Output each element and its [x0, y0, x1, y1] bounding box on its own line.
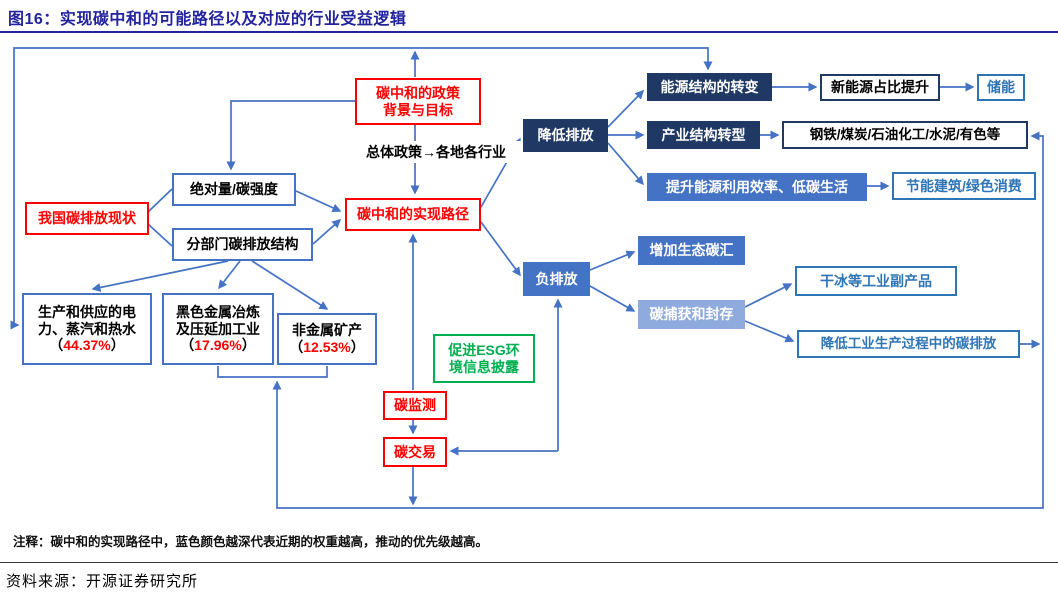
node-nonmetal-percent: （12.53%）	[289, 339, 365, 355]
figure-title: 图16：实现碳中和的可能路径以及对应的行业受益逻辑	[8, 5, 406, 29]
connector-lines	[10, 47, 1044, 509]
node-ferrous-metal-smelting: 黑色金属冶炼 及压延加工业 （17.96%）	[162, 293, 274, 365]
node-dry-ice-byproducts: 干冰等工业副产品	[795, 266, 957, 296]
label-overall-policy-to-regions: 总体政策→各地各行业	[345, 141, 527, 163]
node-steel-coal-petrochem-cement: 钢铁/煤炭/石油化工/水泥/有色等	[782, 121, 1028, 149]
node-absolute-carbon-intensity: 绝对量/碳强度	[172, 173, 296, 206]
figure-label: 图16：	[8, 11, 60, 28]
node-ferrous-percent: （17.96%）	[180, 337, 256, 354]
node-carbon-capture-storage: 碳捕获和封存	[638, 300, 745, 329]
node-increase-eco-carbon-sink: 增加生态碳汇	[638, 236, 745, 265]
node-negative-emissions: 负排放	[523, 262, 590, 296]
node-green-building-consumption: 节能建筑/绿色消费	[892, 172, 1036, 200]
node-carbon-trading: 碳交易	[383, 437, 447, 467]
source-text: 开源证券研究所	[86, 572, 199, 590]
figure-title-text: 实现碳中和的可能路径以及对应的行业受益逻辑	[59, 11, 407, 28]
node-energy-structure-change: 能源结构的转变	[647, 73, 772, 101]
node-policy-background-goals: 碳中和的政策 背景与目标	[355, 78, 481, 125]
node-power-percent: （44.37%）	[49, 337, 125, 354]
node-new-energy-share-up: 新能源占比提升	[820, 74, 940, 101]
node-energy-storage: 储能	[977, 74, 1025, 101]
node-energy-efficiency-lowcarbon-life: 提升能源利用效率、低碳生活	[647, 173, 867, 201]
node-nonmetal-minerals: 非金属矿产 （12.53%）	[277, 313, 377, 365]
node-industry-structure-transform: 产业结构转型	[647, 121, 760, 149]
figure-note: 注释：碳中和的实现路径中，蓝色颜色越深代表近期的权重越高，推动的优先级越高。	[13, 535, 489, 549]
title-underline	[0, 31, 1058, 33]
source-label: 资料来源：	[6, 572, 87, 590]
node-power-steam-hotwater: 生产和供应的电 力、蒸汽和热水 （44.37%）	[22, 293, 152, 365]
node-ferrous-label: 黑色金属冶炼 及压延加工业	[176, 304, 260, 337]
node-nonmetal-label: 非金属矿产	[292, 322, 362, 339]
node-sector-emission-structure: 分部门碳排放结构	[172, 228, 313, 261]
node-carbon-monitoring: 碳监测	[383, 391, 447, 420]
source-attribution: 资料来源：开源证券研究所	[6, 570, 198, 591]
node-carbon-neutral-path: 碳中和的实现路径	[345, 198, 481, 231]
node-reduce-industrial-process-carbon: 降低工业生产过程中的碳排放	[797, 330, 1020, 358]
node-reduce-emissions: 降低排放	[523, 119, 608, 152]
node-china-emission-status: 我国碳排放现状	[25, 202, 149, 235]
node-power-label: 生产和供应的电 力、蒸汽和热水	[38, 304, 136, 337]
bottom-divider	[0, 562, 1058, 563]
node-esg-disclosure: 促进ESG环 境信息披露	[433, 334, 535, 383]
